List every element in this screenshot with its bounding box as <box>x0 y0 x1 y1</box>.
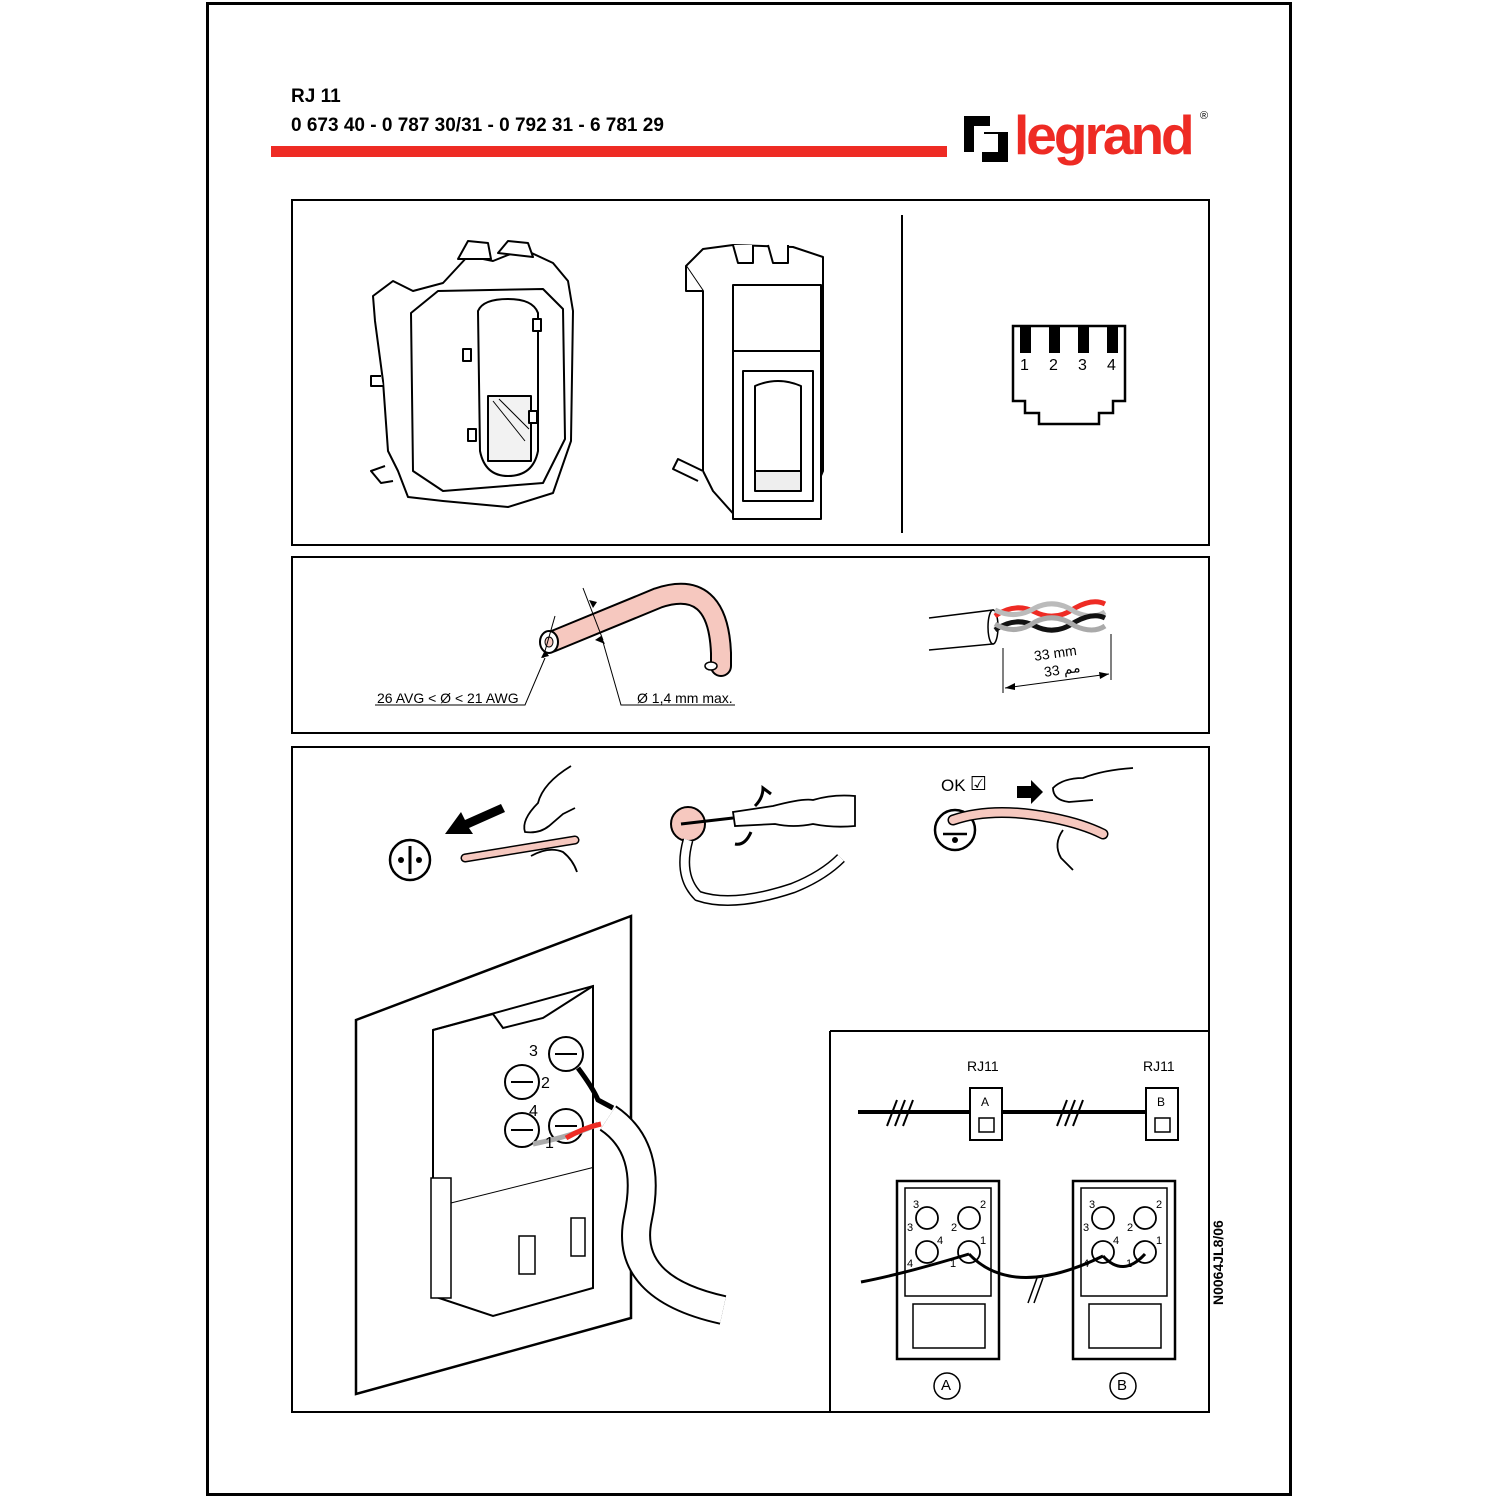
pin-label-1: 1 <box>1020 357 1029 374</box>
b-terminal-3-side: 3 <box>1083 1222 1090 1234</box>
b-terminal-2-top: 2 <box>1156 1199 1163 1211</box>
b-terminal-3-top: 3 <box>1089 1199 1096 1211</box>
terminal-label-3: 3 <box>529 1043 538 1060</box>
ok-label: OK <box>941 776 966 795</box>
a-terminal-2-top: 2 <box>980 1199 987 1211</box>
b-terminal-2-side: 2 <box>1127 1222 1134 1234</box>
socket-a-letter: A <box>981 1095 990 1109</box>
socket-b-letter: B <box>1157 1095 1166 1109</box>
ok-check-icon: ☑ <box>970 774 988 795</box>
terminal-label-2: 2 <box>541 1075 550 1092</box>
a-terminal-4-side: 4 <box>907 1258 914 1270</box>
circle-label-a: A <box>941 1377 952 1394</box>
b-terminal-1-side: 1 <box>1126 1258 1133 1270</box>
circle-label-b: B <box>1117 1377 1128 1394</box>
legrand-wordmark: legrand <box>1014 104 1195 166</box>
terminal-label-1: 1 <box>545 1135 554 1152</box>
a-terminal-4-top: 4 <box>937 1235 944 1247</box>
a-terminal-3-side: 3 <box>907 1222 914 1234</box>
terminal-block-illustration <box>354 914 727 1396</box>
header-rule <box>271 146 947 157</box>
socket-a-title: RJ11 <box>967 1058 999 1074</box>
socket-b-title: RJ11 <box>1143 1058 1175 1074</box>
b-terminal-1-top: 1 <box>1156 1235 1163 1247</box>
step-insert-wire <box>388 765 580 882</box>
terminal-label-4: 4 <box>529 1103 538 1120</box>
rj11-pinout-outline <box>1011 324 1127 426</box>
diameter-max-label: Ø 1,4 mm max. <box>637 690 733 706</box>
a-terminal-1-side: 1 <box>950 1258 957 1270</box>
products-illustration <box>370 215 1127 533</box>
registered-mark: ® <box>1200 110 1209 122</box>
panel-cable-spec: 26 AVG < Ø < 21 AWG Ø 1,4 mm max. 33 mm … <box>291 556 1210 734</box>
legrand-logo: legrand ® <box>962 104 1222 172</box>
legrand-logo-mark <box>964 116 1008 162</box>
document-code: N0064JL8/06 <box>1210 1220 1226 1305</box>
a-terminal-2-side: 2 <box>951 1222 958 1234</box>
b-terminal-4-side: 4 <box>1083 1258 1090 1270</box>
a-terminal-1-top: 1 <box>980 1235 987 1247</box>
product-title: RJ 11 <box>291 86 341 107</box>
pin-label-4: 4 <box>1107 357 1116 374</box>
cable-spec-illustration <box>375 582 1112 706</box>
a-terminal-3-top: 3 <box>913 1199 920 1211</box>
panel-products: 1 2 3 4 <box>291 199 1210 546</box>
pin-label-3: 3 <box>1078 357 1087 374</box>
step-ok-pull-test <box>933 767 1134 871</box>
pin-label-2: 2 <box>1049 357 1058 374</box>
product-references: 0 673 40 - 0 787 30/31 - 0 792 31 - 6 78… <box>291 115 664 136</box>
b-terminal-4-top: 4 <box>1113 1235 1120 1247</box>
installation-illustration <box>354 765 1210 1413</box>
instruction-sheet <box>206 2 1292 1496</box>
panel-installation: OK ☑ 3 2 4 1 RJ11 RJ11 A B 3 2 3 2 4 1 4… <box>291 746 1210 1413</box>
wiring-diagram <box>829 1030 1210 1413</box>
awg-range-label: 26 AVG < Ø < 21 AWG <box>377 690 519 706</box>
step-screwdriver <box>670 785 856 906</box>
